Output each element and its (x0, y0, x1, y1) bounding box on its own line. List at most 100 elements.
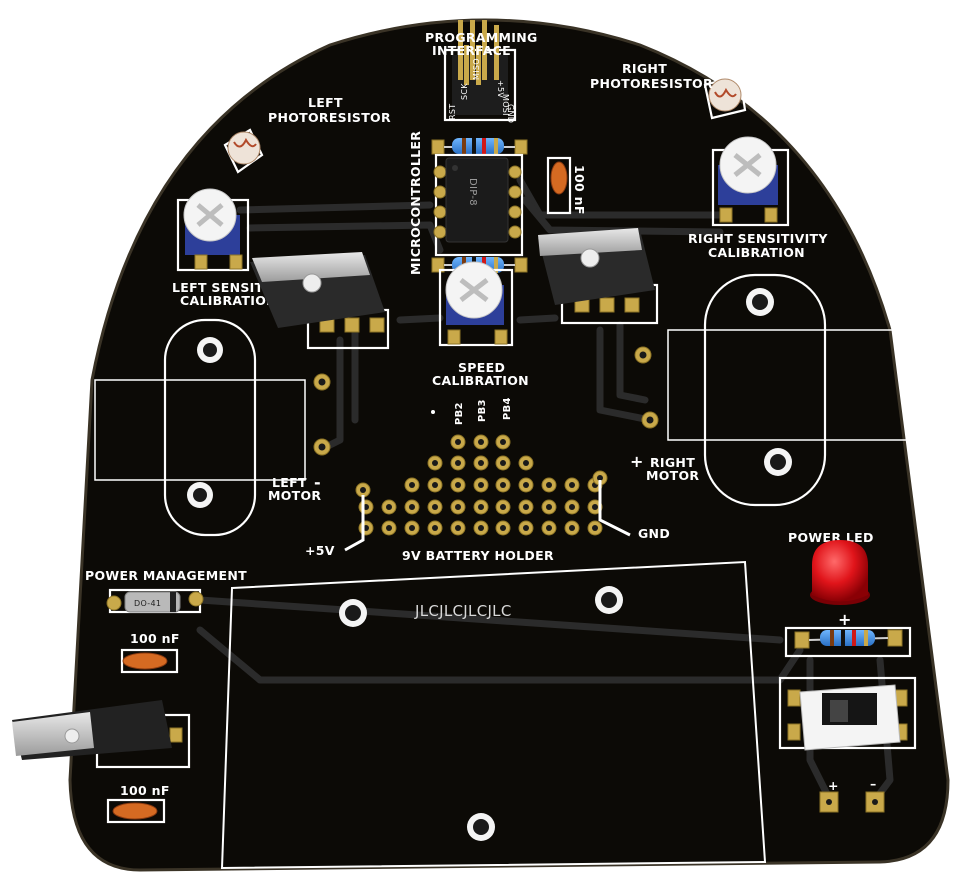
pb2-label: PB2 (454, 402, 465, 425)
battery-holder: JLCJLCJLCJLC (220, 560, 767, 870)
proto-pad-hole (432, 460, 438, 466)
left-photo-label-line2: PHOTORESISTOR (268, 110, 391, 125)
proto-pad-hole (478, 525, 484, 531)
power-switch: + – (778, 676, 917, 813)
proto-pad-hole (597, 475, 603, 481)
power-management: POWER MANAGEMENT DO-41 100 nF 100 nF (12, 568, 247, 824)
right-sens-label-line2: CALIBRATION (708, 245, 805, 260)
left-motor-footprint: LEFT MOTOR - (94, 318, 331, 537)
power-rail-labels: +5V GND 9V BATTERY HOLDER (305, 480, 670, 563)
battery-holder-label: 9V BATTERY HOLDER (402, 548, 554, 563)
proto-pad-hole (386, 525, 392, 531)
speed-label-line1: SPEED (458, 360, 505, 375)
header-pin-gnd: GND (506, 104, 515, 123)
jlc-watermark: JLCJLCJLCJLC (414, 602, 512, 620)
cap-top-label: 100 nF (572, 165, 587, 215)
right-photoresistor: RIGHT PHOTORESISTOR (590, 61, 747, 120)
proto-pad-hole (455, 460, 461, 466)
proto-pad-hole (500, 525, 506, 531)
left-photo-label-line1: LEFT (308, 95, 343, 110)
proto-pad-hole (523, 504, 529, 510)
proto-pad-hole (455, 504, 461, 510)
pb4-label: PB4 (502, 397, 513, 420)
programming-label-line2: INTERFACE (432, 43, 511, 58)
programming-label-line1: PROGRAMMING (425, 30, 538, 45)
cap-left-1-label: 100 nF (130, 631, 180, 646)
regulator-right (538, 228, 659, 325)
proto-pad-hole (478, 482, 484, 488)
proto-pad-hole (546, 482, 552, 488)
left-sens-label-line2: CALIBRATION (180, 293, 277, 308)
led-plus-sign: + (838, 610, 852, 629)
proto-pad-hole (478, 439, 484, 445)
proto-pad-hole (569, 504, 575, 510)
regulator-left (250, 252, 390, 350)
proto-pad-hole (592, 525, 598, 531)
proto-pad-hole (523, 460, 529, 466)
cap-left-2-label: 100 nF (120, 783, 170, 798)
right-motor-plus-sign: + (630, 452, 644, 471)
pin-labels: PB2 PB3 PB4 (431, 397, 513, 425)
switch-minus-sign: – (870, 776, 877, 791)
proto-pad-hole (455, 482, 461, 488)
right-sensitivity-trimmer: RIGHT SENSITIVITY CALIBRATION (688, 136, 828, 260)
proto-pad-hole (546, 504, 552, 510)
proto-pad-hole (500, 460, 506, 466)
diode-label: DO-41 (134, 599, 161, 608)
right-motor-label-line2: MOTOR (646, 468, 699, 483)
header-pin-5v: +5V (496, 80, 505, 98)
proto-pad-hole (360, 487, 366, 493)
proto-pad-hole (409, 504, 415, 510)
proto-pad-hole (500, 482, 506, 488)
resistor-top (431, 138, 528, 155)
proto-pad-hole (523, 525, 529, 531)
proto-pad-hole (478, 504, 484, 510)
prototype-pad-grid (355, 434, 608, 536)
proto-pad-hole (432, 525, 438, 531)
proto-pad-hole (409, 525, 415, 531)
proto-pad-hole (455, 439, 461, 445)
proto-pad-hole (432, 504, 438, 510)
proto-pad-hole (500, 504, 506, 510)
gnd-label: GND (638, 526, 670, 541)
header-pin-sck: SCK (460, 83, 469, 100)
left-motor-label-line1: LEFT (272, 475, 307, 490)
power-led: POWER LED + (788, 530, 874, 629)
microcontroller-label: MICROCONTROLLER (408, 131, 423, 275)
proto-pad-hole (592, 504, 598, 510)
header-pin-miso: MISO (472, 58, 481, 80)
dip8-microcontroller: DIP-8 MICROCONTROLLER (408, 131, 524, 275)
plus5v-label: +5V (305, 543, 335, 558)
dip8-label: DIP-8 (467, 178, 478, 206)
resistor-led (784, 626, 912, 658)
header-pin-mosi: MOSI (501, 94, 510, 116)
capacitor-top: 100 nF (546, 156, 587, 215)
right-sens-label-line1: RIGHT SENSITIVITY (688, 231, 828, 246)
left-motor-minus-sign: - (314, 473, 321, 492)
proto-pad-hole (546, 525, 552, 531)
right-photo-label-line2: PHOTORESISTOR (590, 76, 713, 91)
proto-pad-hole (478, 460, 484, 466)
proto-pad-hole (386, 504, 392, 510)
left-motor-label-line2: MOTOR (268, 488, 321, 503)
proto-pad-hole (523, 482, 529, 488)
proto-pad-hole (409, 482, 415, 488)
proto-pad-hole (455, 525, 461, 531)
proto-pad-hole (569, 525, 575, 531)
right-motor-footprint: + RIGHT MOTOR (630, 273, 914, 507)
power-led-label: POWER LED (788, 530, 874, 545)
speed-label-line2: CALIBRATION (432, 373, 529, 388)
proto-pad-hole (569, 482, 575, 488)
speed-trimmer: SPEED CALIBRATION (432, 261, 529, 388)
header-pin-rst: RST (448, 104, 457, 120)
switch-plus-sign: + (828, 778, 839, 793)
proto-pad-hole (500, 439, 506, 445)
power-management-label: POWER MANAGEMENT (85, 568, 247, 583)
pb3-label: PB3 (477, 399, 488, 422)
right-motor-label-line1: RIGHT (650, 455, 695, 470)
left-photoresistor: LEFT PHOTORESISTOR (223, 95, 391, 174)
proto-pad-hole (432, 482, 438, 488)
programming-header: PROGRAMMING INTERFACE RST SCK MISO +5V M… (425, 20, 538, 123)
right-photo-label-line1: RIGHT (622, 61, 667, 76)
